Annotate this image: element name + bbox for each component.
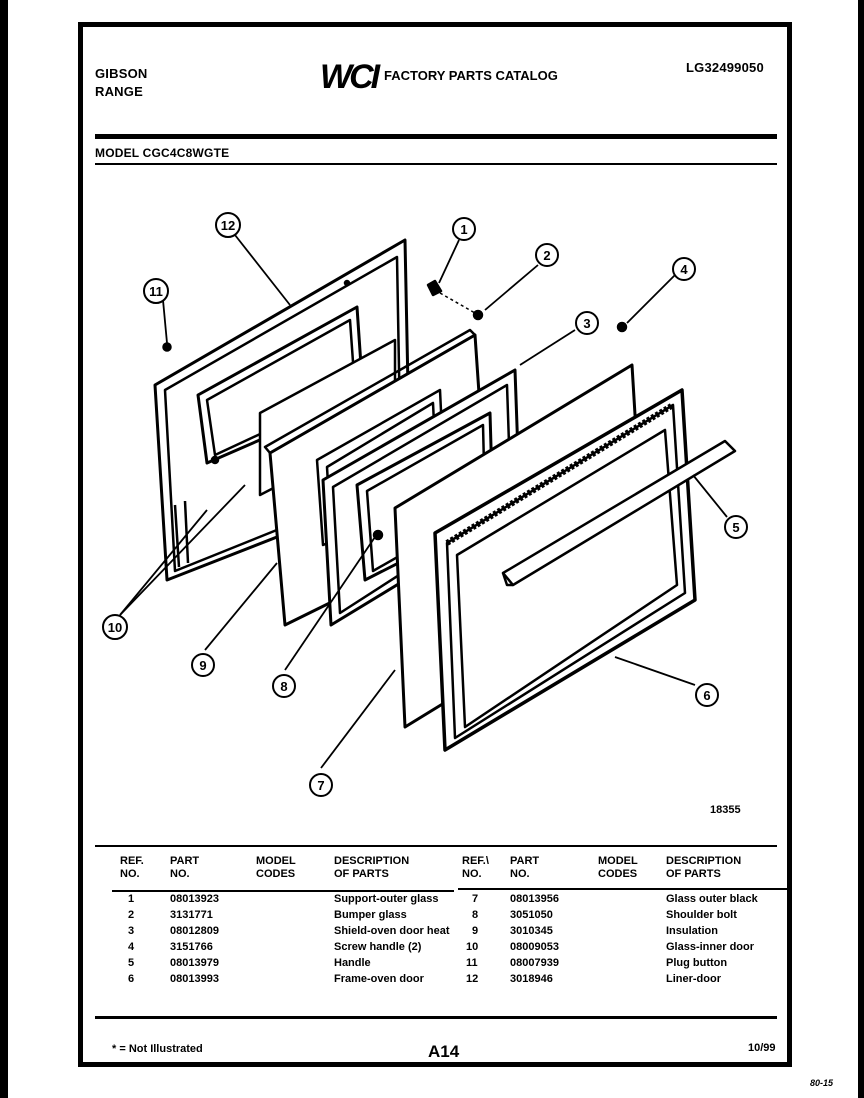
scan-edge-left bbox=[0, 0, 8, 1098]
col-model-left: MODEL CODES bbox=[256, 855, 296, 880]
support-outer-glass-part bbox=[426, 279, 443, 297]
screw-handle-part bbox=[616, 321, 628, 333]
svg-text:6: 6 bbox=[703, 688, 710, 703]
callout-6: 6 bbox=[695, 683, 719, 707]
left-header-rule bbox=[112, 890, 454, 892]
callout-1: 1 bbox=[452, 217, 476, 241]
callout-10: 10 bbox=[102, 614, 128, 640]
col-part-left: PART NO. bbox=[170, 855, 200, 880]
not-illustrated-note: * = Not Illustrated bbox=[112, 1043, 203, 1055]
model-rule bbox=[95, 163, 777, 165]
parts-table-left: REF. NO. PART NO. MODEL CODES DESCRIPTIO… bbox=[120, 855, 456, 987]
page-border bbox=[78, 22, 792, 1067]
callout-11: 11 bbox=[143, 278, 169, 304]
catalog-title: FACTORY PARTS CATALOG bbox=[384, 68, 558, 83]
callout-7: 7 bbox=[309, 773, 333, 797]
scan-edge-right bbox=[858, 0, 864, 1098]
plug-button-part bbox=[162, 342, 172, 352]
callout-5: 5 bbox=[724, 515, 748, 539]
svg-text:2: 2 bbox=[543, 248, 550, 263]
svg-text:7: 7 bbox=[317, 778, 324, 793]
brand-line-2: RANGE bbox=[95, 84, 143, 99]
callout-3: 3 bbox=[575, 311, 599, 335]
corner-code: 80-15 bbox=[810, 1078, 834, 1088]
svg-text:9: 9 bbox=[199, 658, 206, 673]
callout-8: 8 bbox=[272, 674, 296, 698]
table-top-rule bbox=[95, 845, 777, 847]
col-model-right: MODEL CODES bbox=[598, 855, 638, 880]
col-ref-right: REF.\ NO. bbox=[462, 855, 489, 880]
handle-part bbox=[501, 439, 737, 587]
shoulder-bolt-part bbox=[372, 529, 384, 541]
col-desc-right: DESCRIPTION OF PARTS bbox=[666, 855, 742, 880]
callout-2: 2 bbox=[535, 243, 559, 267]
svg-text:10: 10 bbox=[108, 620, 122, 635]
header-rule bbox=[95, 134, 777, 139]
col-part-right: PART NO. bbox=[510, 855, 540, 880]
page-number: A14 bbox=[428, 1042, 460, 1061]
frame-oven-door-part bbox=[433, 388, 697, 752]
catalog-code: LG32499050 bbox=[686, 60, 764, 75]
callout-12: 12 bbox=[215, 212, 241, 238]
wci-logo: WCI bbox=[320, 58, 380, 96]
col-desc-left: DESCRIPTION OF PARTS bbox=[334, 855, 410, 880]
brand-line-1: GIBSON bbox=[95, 66, 148, 81]
svg-text:1: 1 bbox=[460, 222, 467, 237]
svg-text:11: 11 bbox=[149, 284, 163, 299]
bumper-glass-part bbox=[472, 309, 484, 321]
callout-9: 9 bbox=[191, 653, 215, 677]
revision-date: 10/99 bbox=[748, 1042, 776, 1054]
svg-text:8: 8 bbox=[280, 679, 287, 694]
svg-text:12: 12 bbox=[221, 218, 235, 233]
col-ref-left: REF. NO. bbox=[120, 855, 144, 880]
parts-table-right: REF.\ NO. PART NO. MODEL CODES DESCRIPTI… bbox=[462, 855, 764, 987]
exploded-door-diagram: 1 2 3 4 5 6 7 8 9 10 11 12 bbox=[102, 212, 748, 797]
svg-text:4: 4 bbox=[680, 262, 688, 277]
table-bottom-rule bbox=[95, 1016, 777, 1019]
right-header-rule bbox=[458, 888, 790, 890]
callout-4: 4 bbox=[672, 257, 696, 281]
svg-text:3: 3 bbox=[583, 316, 590, 331]
figure-number: 18355 bbox=[710, 804, 741, 816]
svg-text:5: 5 bbox=[732, 520, 739, 535]
model-number: MODEL CGC4C8WGTE bbox=[95, 146, 230, 160]
